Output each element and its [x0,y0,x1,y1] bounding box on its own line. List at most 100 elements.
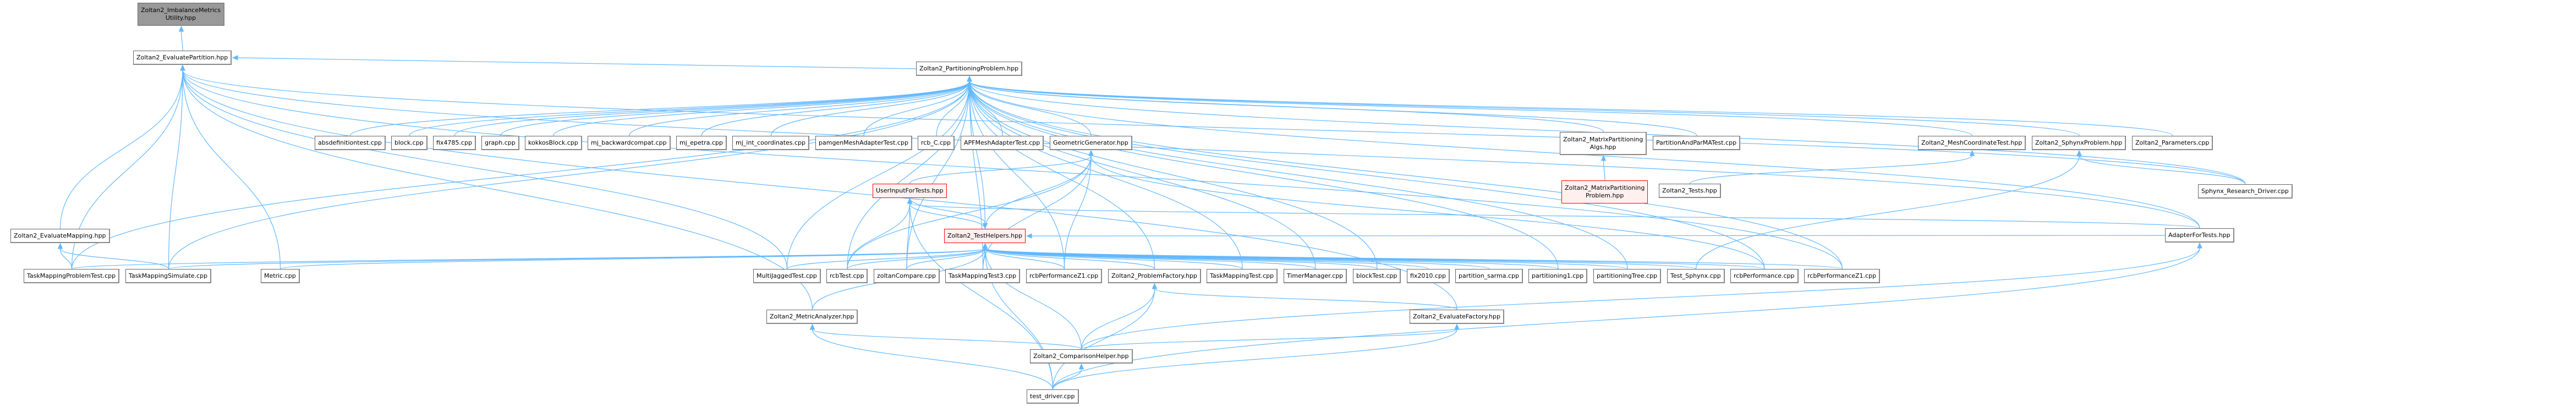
edge-timermgr-to-partprob [969,81,1316,270]
edge-metricanalyzer-to-evalpart [182,70,813,310]
edge-mjback-to-partprob [628,81,970,136]
graph-node-evalmap[interactable]: Zoltan2_EvaluateMapping.hpp [10,229,110,243]
graph-node-taskmapprob[interactable]: TaskMappingProblemTest.cpp [24,269,120,283]
graph-node-parttree[interactable]: partitioningTree.cpp [1593,269,1662,283]
edge-rcbperf-to-partprob [969,81,1765,270]
graph-node-userinput[interactable]: UserInputForTests.hpp [873,184,947,198]
edge-evalmap-to-evalpart [59,70,183,229]
edge-metric-to-testhelpers [279,248,986,270]
graph-node-probfactory[interactable]: Zoltan2_ProblemFactory.hpp [1108,269,1201,283]
graph-node-graph[interactable]: graph.cpp [481,136,519,150]
graph-node-meshcoord[interactable]: Zoltan2_MeshCoordinateTest.hpp [1918,136,2026,150]
edge-taskmapprob-to-evalmap [59,248,73,270]
graph-node-partparma[interactable]: PartitionAndParMATest.cpp [1653,136,1741,150]
edge-rcbtest-to-userinput [847,203,911,270]
edge-zoltancompare-to-testhelpers [906,248,986,270]
edge-geomgen-to-partprob [969,81,1092,136]
edge-rcbperfz1b-to-evalpart [182,70,1843,270]
graph-node-metricanalyzer[interactable]: Zoltan2_MetricAnalyzer.hpp [766,310,858,324]
graph-node-rcbperfz1a[interactable]: rcbPerformanceZ1.cpp [1026,269,1103,283]
graph-node-matrixprob[interactable]: Zoltan2_MatrixPartitioning Problem.hpp [1561,180,1648,204]
edge-rcbc-to-partprob [936,81,970,136]
graph-node-sphynxdrv[interactable]: Sphynx_Research_Driver.cpp [2198,184,2293,199]
edge-rcbperfz1a-to-geomgen [1064,155,1092,270]
graph-node-pamgen[interactable]: pamgenMeshAdapterTest.cpp [815,136,912,150]
graph-node-rcbtest[interactable]: rcbTest.cpp [826,269,868,283]
graph-node-tests[interactable]: Zoltan2_Tests.hpp [1659,184,1721,198]
graph-node-mjint[interactable]: mj_int_coordinates.cpp [732,136,810,150]
edge-taskmapsim-to-evalmap [59,248,169,270]
graph-node-taskmapsim[interactable]: TaskMappingSimulate.cpp [125,269,212,283]
graph-node-absdef[interactable]: absdefinitiontest.cpp [315,136,386,150]
edge-rcbtest-to-partprob [847,81,970,270]
arrowhead-icon [1152,283,1158,289]
graph-node-partitioning1[interactable]: partitioning1.cpp [1528,269,1588,283]
edge-adapterfortests-to-userinput [909,203,2200,229]
graph-node-sphynxprob[interactable]: Zoltan2_SphynxProblem.hpp [2032,136,2126,150]
graph-node-testsphynx[interactable]: Test_Sphynx.cpp [1667,269,1725,283]
arrowhead-icon [1969,150,1975,156]
graph-node-rcbperfz1b[interactable]: rcbPerformanceZ1.cpp [1804,269,1881,283]
graph-node-fix2010[interactable]: fix2010.cpp [1407,269,1450,283]
graph-node-multijagged[interactable]: MultiJaggedTest.cpp [753,269,821,283]
graph-node-rcbc[interactable]: rcb_C.cpp [918,136,955,150]
graph-node-adapterfortests[interactable]: AdapterForTests.hpp [2165,228,2234,243]
edge-sphynxdrv-to-evalpart [182,70,2246,185]
graph-node-metric[interactable]: Metric.cpp [261,269,300,283]
edge-comparison-to-probfactory [1081,288,1155,350]
arrowhead-icon [967,75,972,82]
arrowhead-icon [2076,150,2082,156]
graph-node-evalpart[interactable]: Zoltan2_EvaluatePartition.hpp [133,51,232,65]
edge-taskmapsim-to-evalpart [168,70,183,270]
arrowhead-icon [982,243,988,249]
edge-params-to-partprob [969,81,2173,136]
graph-node-sarma[interactable]: partition_sarma.cpp [1455,269,1523,283]
edge-mjint-to-partprob [770,81,970,136]
graph-node-geomgen[interactable]: GeometricGenerator.hpp [1050,136,1132,150]
graph-node-imbalance[interactable]: Zoltan2_ImbalanceMetrics Utility.hpp [138,3,225,26]
edge-evalfactory-to-probfactory [1154,288,1457,310]
edge-taskmaptest-to-partprob [969,81,1243,270]
edge-rcbperfz1a-to-partprob [969,81,1065,270]
edge-tests-to-meshcoord [1689,155,1973,184]
graph-node-taskmaptest[interactable]: TaskMappingTest.cpp [1207,269,1278,283]
graph-node-evalfactory[interactable]: Zoltan2_EvaluateFactory.hpp [1410,310,1504,324]
edge-matrixprob-to-matrixalgs [1603,160,1605,181]
graph-node-testdriver[interactable]: test_driver.cpp [1027,389,1079,404]
arrowhead-icon [982,223,988,229]
edge-multijagged-to-testhelpers [786,248,986,270]
graph-node-zoltancompare[interactable]: zoltanCompare.cpp [874,269,940,283]
graph-node-mjepetra[interactable]: mj_epetra.cpp [676,136,727,150]
edge-adapterfortests-to-testhelpers [1031,235,2166,237]
graph-node-rcbperf[interactable]: rcbPerformance.cpp [1730,269,1799,283]
edge-multijagged-to-evalpart [182,70,788,270]
graph-node-testhelpers[interactable]: Zoltan2_TestHelpers.hpp [944,229,1026,243]
graph-node-matrixalgs[interactable]: Zoltan2_MatrixPartitioning Algs.hpp [1560,132,1647,155]
edge-partparma-to-partprob [969,81,1697,136]
edge-graph-to-partprob [500,81,970,136]
edge-testhelpers-to-userinput [909,203,986,229]
edge-kokkosblock-to-partprob [553,81,970,136]
graph-node-partprob[interactable]: Zoltan2_PartitioningProblem.hpp [916,62,1023,76]
edge-testhelpers-to-geomgen [984,155,1092,229]
graph-node-blocktest[interactable]: blockTest.cpp [1353,269,1401,283]
graph-node-block[interactable]: block.cpp [391,136,427,150]
graph-node-kokkosblock[interactable]: kokkosBlock.cpp [525,136,582,150]
graph-node-comparison[interactable]: Zoltan2_ComparisonHelper.hpp [1030,349,1133,364]
edge-timermgr-to-testhelpers [984,248,1316,270]
arrowhead-icon [2197,242,2202,249]
edge-comparison-to-metricanalyzer [812,329,1082,350]
graph-node-timermgr[interactable]: TimerManager.cpp [1284,269,1347,283]
edge-userinput-to-testhelpers [909,197,986,224]
graph-node-fix4785[interactable]: fix4785.cpp [433,136,476,150]
edge-rcbperf-to-geomgen [1090,155,1765,270]
graph-node-mjback[interactable]: mj_backwardcompat.cpp [588,136,671,150]
arrowhead-icon [178,25,184,32]
graph-node-taskmap3[interactable]: TaskMappingTest3.cpp [945,269,1021,283]
edge-mjepetra-to-partprob [701,81,970,136]
graph-node-params[interactable]: Zoltan2_Parameters.cpp [2132,136,2213,150]
graph-node-apf[interactable]: APFMeshAdapterTest.cpp [961,136,1044,150]
edge-blocktest-to-partprob [969,81,1378,270]
edge-taskmap3-to-geomgen [982,155,1092,270]
